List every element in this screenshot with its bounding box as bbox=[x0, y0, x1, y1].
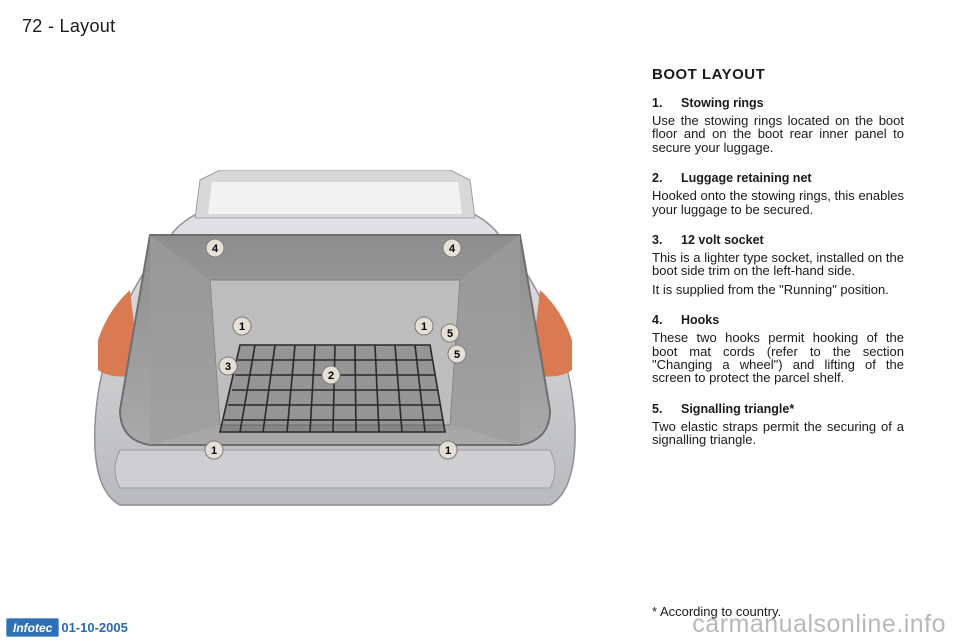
callout-label: 5 bbox=[454, 349, 460, 361]
callout-markers: 4 4 1 1 5 5 3 2 1 1 bbox=[204, 238, 467, 460]
car-boot-drawing: 4 4 1 1 5 5 3 2 1 1 bbox=[93, 169, 576, 506]
page-title: Layout bbox=[59, 16, 116, 36]
footnote: * According to country. bbox=[652, 604, 782, 619]
item-text: It is supplied from the "Running" positi… bbox=[652, 281, 889, 297]
item-luggage-net: 2. Luggage retaining net Hooked onto the … bbox=[652, 171, 904, 216]
page-number: 72 bbox=[22, 16, 43, 36]
item-number: 1. bbox=[652, 96, 663, 110]
item-text: This is a lighter type socket, installed… bbox=[652, 250, 904, 279]
watermark: carmanualsonline.info bbox=[692, 610, 946, 638]
item-number: 4. bbox=[652, 313, 663, 328]
callout-label: 1 bbox=[211, 445, 217, 457]
callout-label: 5 bbox=[447, 328, 453, 340]
item-title: Stowing rings bbox=[681, 96, 764, 110]
item-title: Hooks bbox=[681, 313, 720, 328]
boot-layout-section: BOOT LAYOUT 1. Stowing rings Use the stow… bbox=[652, 66, 904, 464]
item-text: Hooked onto the stowing rings, this enab… bbox=[652, 188, 904, 217]
callout-label: 1 bbox=[421, 321, 427, 333]
item-number: 2. bbox=[652, 171, 663, 186]
item-text: Two elastic straps permit the securing o… bbox=[652, 418, 904, 448]
infotec-logo: Infotec bbox=[6, 618, 60, 637]
callout-label: 1 bbox=[445, 445, 451, 457]
item-title: Luggage retaining net bbox=[681, 171, 812, 186]
item-title: 12 volt socket bbox=[681, 233, 764, 248]
item-12-volt-socket: 3. 12 volt socket This is a lighter type … bbox=[652, 233, 904, 296]
item-number: 5. bbox=[652, 401, 663, 416]
boot-illustration: 4 4 1 1 5 5 3 2 1 1 bbox=[80, 169, 590, 520]
item-text: Use the stowing rings located on the boo… bbox=[652, 113, 904, 155]
callout-label: 4 bbox=[449, 243, 456, 255]
callout-label: 4 bbox=[212, 243, 219, 255]
item-signalling-triangle: 5. Signalling triangle* Two elastic strap… bbox=[652, 402, 904, 447]
footer: Infotec 01-10-2005 bbox=[6, 618, 128, 637]
section-title: BOOT LAYOUT bbox=[652, 66, 766, 83]
callout-label: 2 bbox=[328, 370, 334, 382]
item-text: These two hooks permit hooking of the bo… bbox=[652, 330, 904, 386]
page-header: 72 - Layout bbox=[22, 16, 115, 37]
item-title: Signalling triangle* bbox=[681, 401, 795, 416]
callout-label: 3 bbox=[225, 361, 231, 373]
print-date: 01-10-2005 bbox=[61, 620, 128, 635]
header-separator: - bbox=[47, 16, 55, 36]
item-number: 3. bbox=[652, 233, 663, 248]
callout-label: 1 bbox=[239, 321, 245, 333]
luggage-net bbox=[218, 344, 446, 433]
item-stowing-rings: 1. Stowing rings Use the stowing rings lo… bbox=[652, 96, 904, 154]
item-hooks: 4. Hooks These two hooks permit hooking o… bbox=[652, 313, 904, 385]
